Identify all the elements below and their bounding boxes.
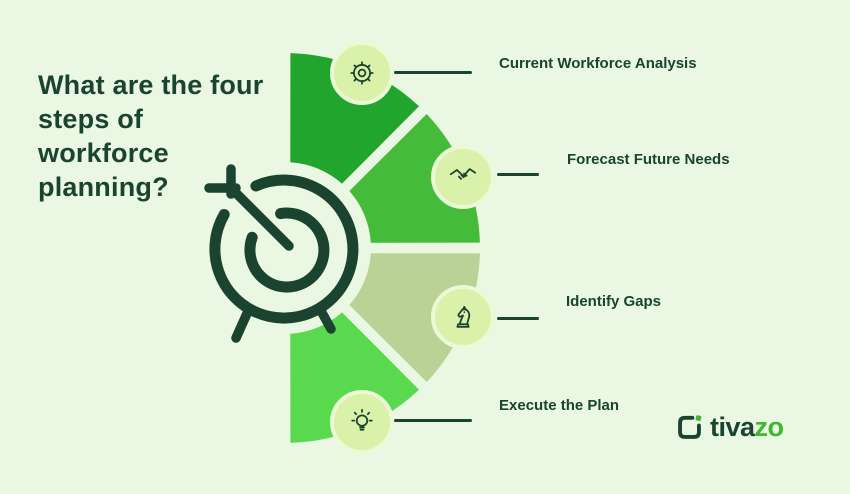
- step-1-label: Current Workforce Analysis: [499, 55, 697, 72]
- handshake-icon: [449, 168, 477, 180]
- page-title: What are the four steps of workforce pla…: [38, 70, 264, 202]
- logo-text-accent: zo: [754, 412, 785, 442]
- gear-icon: [350, 61, 374, 85]
- target-arrow-icon: [204, 164, 359, 343]
- step-2-connector-line: [497, 173, 539, 176]
- step-2-badge: [431, 145, 495, 209]
- wheel-segment-3: [349, 253, 480, 382]
- step-4-connector-line: [394, 419, 472, 422]
- wheel-segment-2: [349, 114, 480, 243]
- chess-knight-icon: [456, 305, 471, 328]
- step-1-badge: [330, 41, 394, 105]
- step-3-label: Identify Gaps: [566, 293, 662, 310]
- step-1-connector-line: [394, 71, 472, 74]
- tivazo-logo: tivazo: [676, 414, 784, 441]
- step-2-label: Forecast Future Needs: [567, 151, 730, 168]
- tivazo-logo-icon: [678, 415, 702, 439]
- lightbulb-icon: [351, 408, 373, 431]
- logo-text-primary: tiva: [710, 412, 755, 442]
- step-4-label: Execute the Plan: [499, 397, 620, 414]
- step-3-badge: [431, 285, 495, 349]
- tivazo-logo-text: tivazo: [710, 414, 784, 441]
- step-3-connector-line: [497, 317, 539, 320]
- step-4-badge: [330, 390, 394, 454]
